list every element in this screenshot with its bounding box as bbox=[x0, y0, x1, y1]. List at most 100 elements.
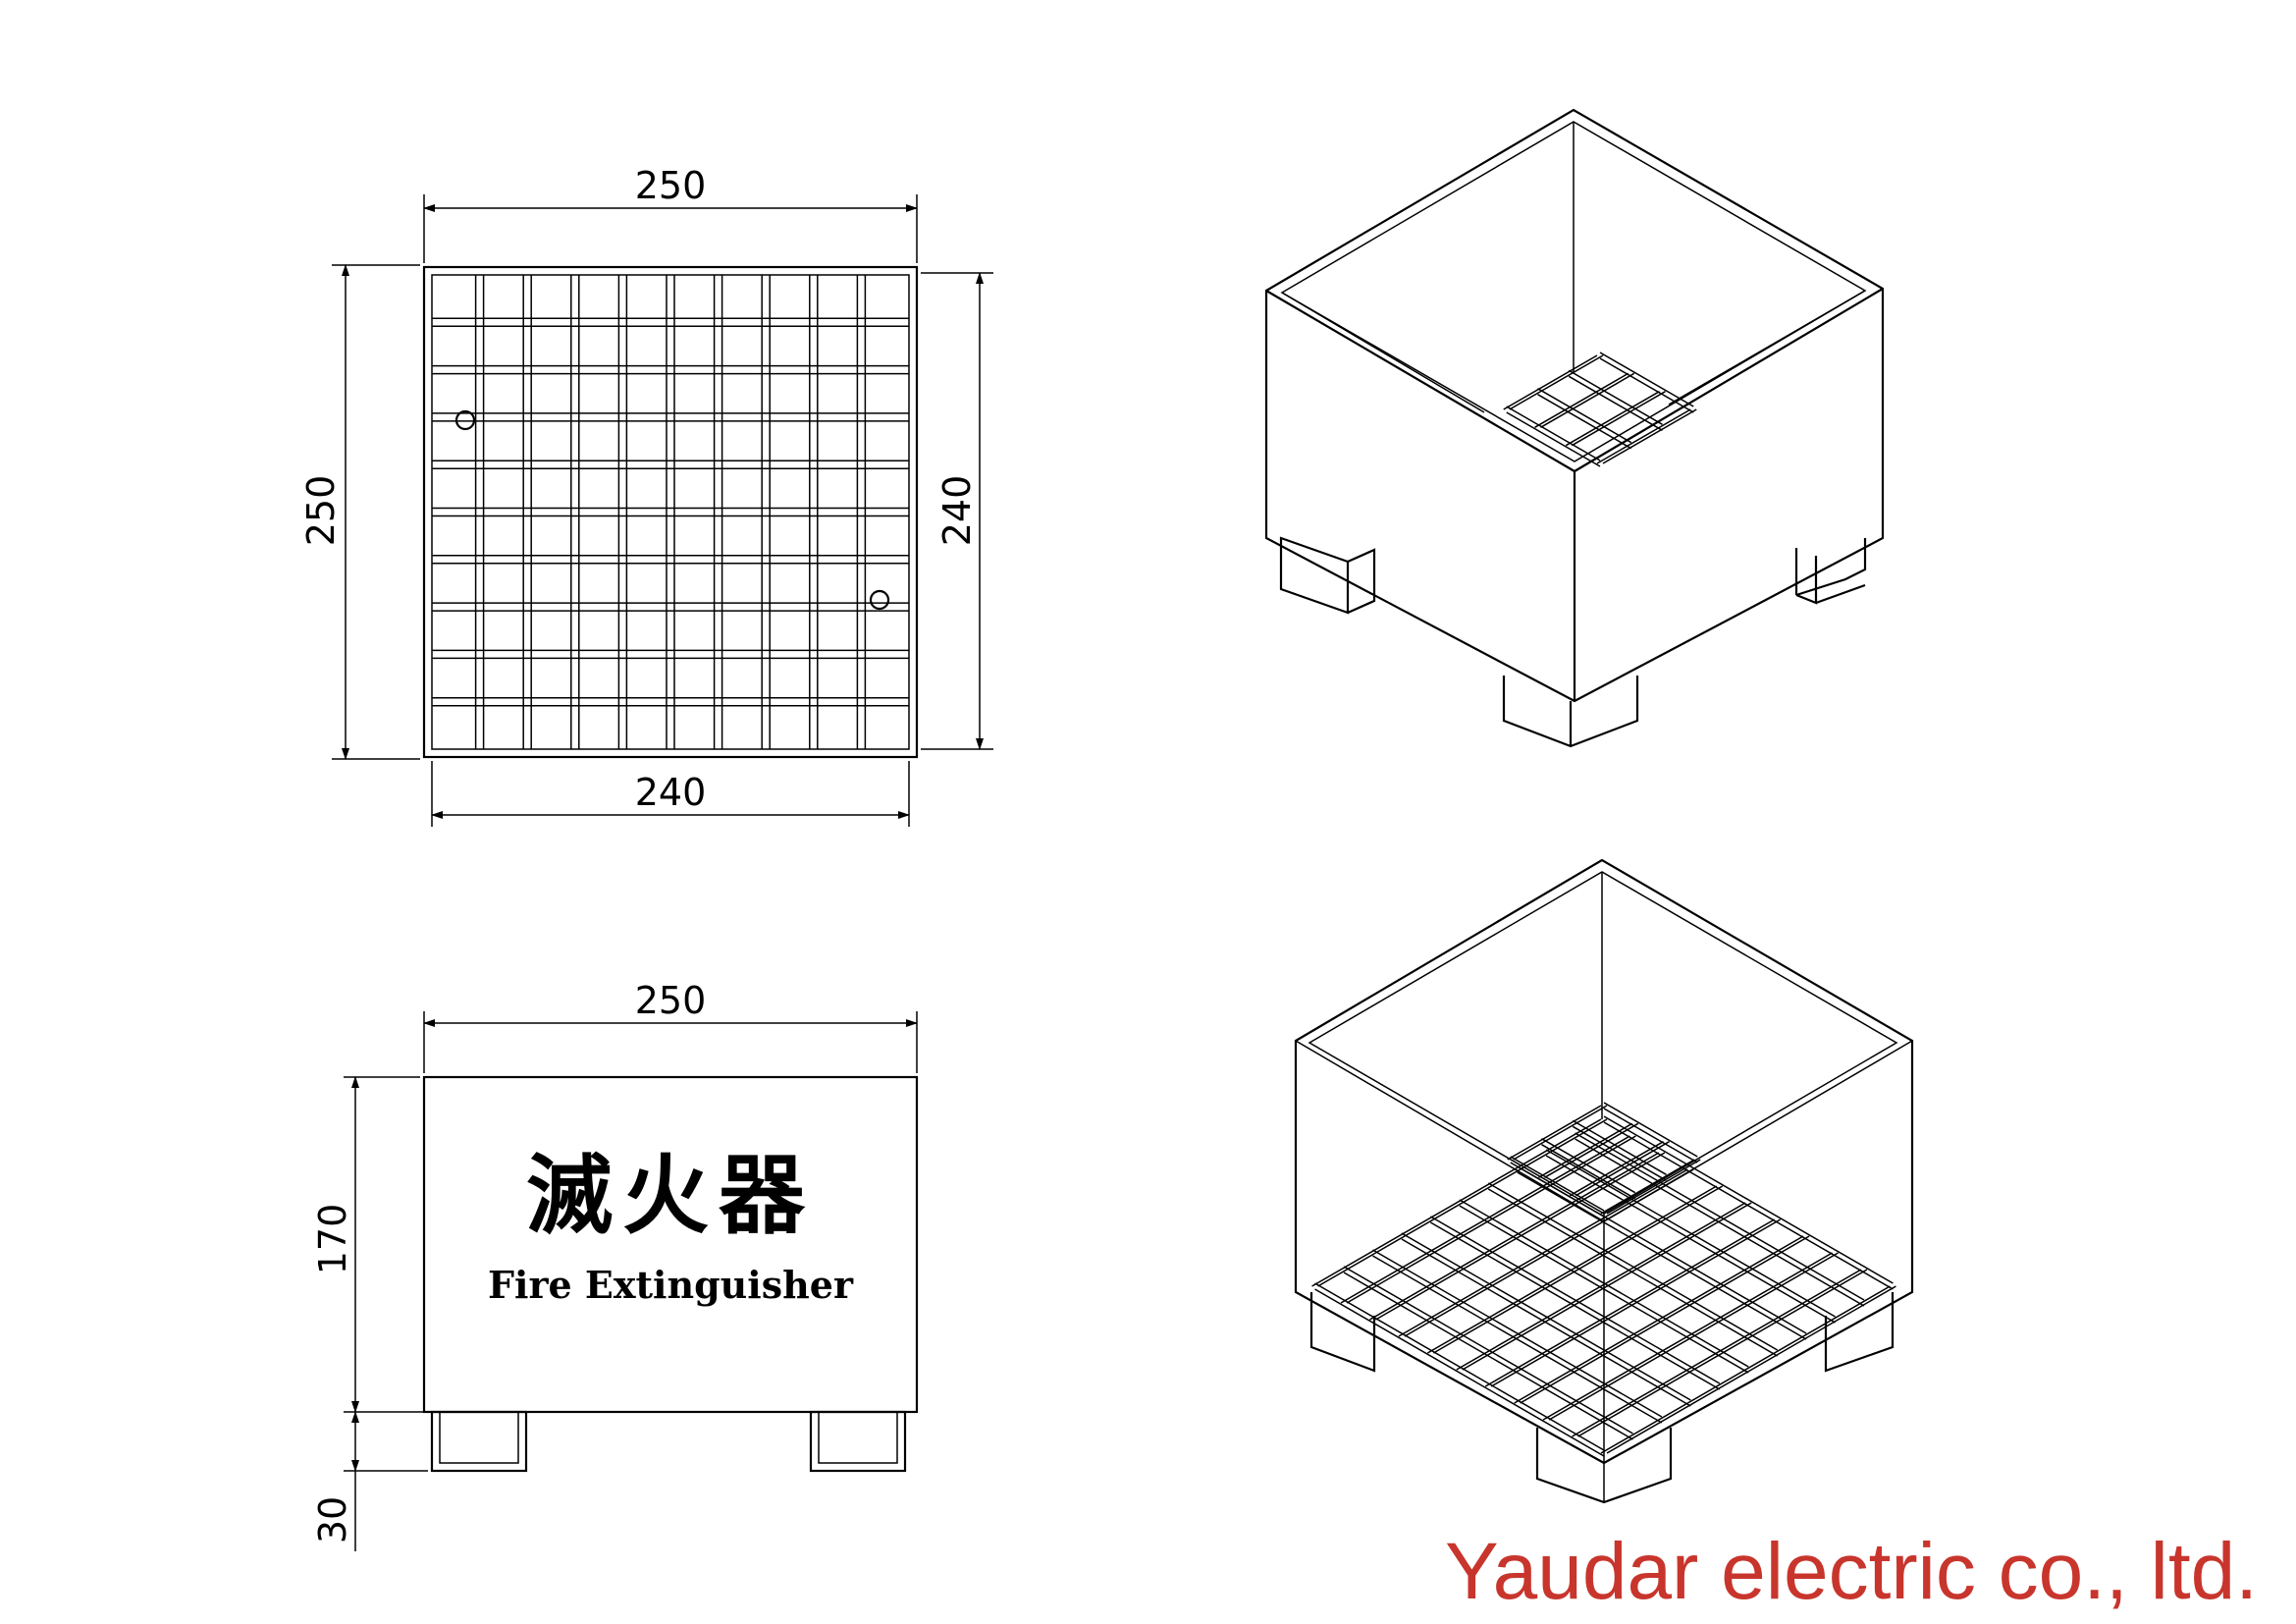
iso-solid-foot-front bbox=[1502, 676, 1639, 748]
iso-solid-box-inner-right-floor bbox=[1668, 290, 1866, 406]
iso-solid-box-inner-left-floor bbox=[1281, 292, 1485, 413]
iso-grid-line bbox=[1542, 1252, 1833, 1421]
front-view-body bbox=[422, 1075, 919, 1414]
front-view-foot-left bbox=[430, 1410, 528, 1473]
iso-grid-line bbox=[1517, 1171, 1807, 1340]
iso-grid-line bbox=[1484, 1218, 1776, 1387]
iso-wire-foot-left bbox=[1309, 1292, 1376, 1373]
iso-grid-line bbox=[1537, 388, 1632, 444]
iso-grid-line bbox=[1569, 1141, 1664, 1197]
top-view: 250 250 240 240 bbox=[299, 164, 993, 827]
iso-grid-line bbox=[1548, 1252, 1839, 1421]
iso-grid-line bbox=[1541, 1138, 1636, 1194]
dim-top-view-right: 240 bbox=[921, 272, 993, 750]
iso-grid-line bbox=[1575, 1132, 1865, 1301]
iso-grid-line bbox=[1575, 1138, 1865, 1307]
dim-top-view-right-label: 240 bbox=[935, 475, 979, 547]
dim-front-view-height: 170 30 bbox=[311, 1076, 428, 1551]
iso-grid-line bbox=[1346, 1135, 1636, 1304]
iso-grid-line bbox=[1404, 1168, 1694, 1337]
iso-grid-line bbox=[1538, 1122, 1633, 1178]
iso-grid-line bbox=[1487, 1182, 1779, 1351]
front-view-label-cn: 滅火器 bbox=[526, 1144, 815, 1246]
dim-top-view-top-label: 250 bbox=[635, 164, 707, 207]
dim-top-view-left-label: 250 bbox=[299, 475, 343, 547]
iso-grid-line bbox=[1487, 1188, 1779, 1357]
iso-grid-line bbox=[1401, 1232, 1691, 1401]
iso-grid-line bbox=[1343, 1266, 1633, 1435]
iso-grid-line bbox=[1596, 408, 1691, 464]
dim-front-view-body-label: 170 bbox=[311, 1204, 354, 1275]
iso-grid-line bbox=[1459, 1205, 1749, 1374]
iso-solid-box-top-right-edge bbox=[1574, 288, 1884, 472]
iso-grid-line bbox=[1541, 1144, 1636, 1200]
iso-wire-box-top-left-edge bbox=[1295, 1040, 1605, 1222]
iso-solid-foot-back-left bbox=[1279, 536, 1376, 615]
iso-grid-line bbox=[1537, 394, 1632, 450]
iso-wire-box-outline bbox=[1294, 858, 1914, 1465]
isometric-view-wireframe bbox=[1294, 858, 1914, 1504]
iso-grid-line bbox=[1606, 1285, 1896, 1454]
iso-grid-line bbox=[1600, 1285, 1891, 1454]
iso-grid-line bbox=[1462, 1202, 1752, 1371]
iso-grid-line bbox=[1317, 1118, 1608, 1287]
iso-grid-line bbox=[1372, 1255, 1663, 1424]
iso-grid-line bbox=[1426, 1185, 1718, 1354]
iso-wire-floor-grid bbox=[1311, 1115, 1896, 1457]
iso-grid-line bbox=[1456, 1202, 1746, 1371]
iso-grid-line bbox=[1572, 1269, 1862, 1437]
iso-grid-line bbox=[1375, 1152, 1666, 1321]
top-view-inner-frame bbox=[431, 274, 910, 750]
iso-grid-line bbox=[1602, 408, 1697, 464]
iso-grid-line bbox=[1540, 372, 1635, 428]
iso-grid-line bbox=[1510, 1156, 1605, 1212]
iso-grid-line bbox=[1503, 354, 1598, 410]
iso-wire-inner-grid bbox=[1507, 1102, 1701, 1218]
iso-grid-line bbox=[1606, 1159, 1701, 1215]
front-view-foot-right-inner bbox=[818, 1411, 898, 1464]
iso-grid-line bbox=[1506, 411, 1601, 467]
iso-grid-line bbox=[1429, 1221, 1721, 1390]
iso-grid-line bbox=[1545, 1155, 1836, 1324]
iso-grid-line bbox=[1401, 1238, 1691, 1407]
iso-grid-line bbox=[1509, 354, 1604, 410]
dim-front-view-top: 250 bbox=[423, 979, 918, 1073]
iso-grid-line bbox=[1534, 372, 1629, 428]
iso-grid-line bbox=[1314, 1282, 1605, 1451]
iso-grid-line bbox=[1571, 391, 1666, 447]
iso-solid-box-top-left-edge bbox=[1265, 290, 1575, 472]
dim-top-view-top: 250 bbox=[423, 164, 918, 263]
iso-grid-line bbox=[1520, 1235, 1810, 1404]
iso-grid-line bbox=[1577, 1269, 1868, 1437]
iso-grid-line bbox=[1568, 375, 1663, 431]
dim-front-view-top-label: 250 bbox=[635, 979, 707, 1022]
iso-solid-inner-grid bbox=[1503, 352, 1697, 467]
iso-grid-line bbox=[1314, 1288, 1605, 1457]
top-view-outer-frame bbox=[422, 265, 919, 759]
iso-grid-line bbox=[1575, 1141, 1670, 1197]
iso-grid-line bbox=[1506, 406, 1601, 461]
top-view-hole-left bbox=[454, 409, 476, 431]
iso-grid-line bbox=[1568, 369, 1663, 425]
dim-top-view-bottom-label: 240 bbox=[635, 771, 707, 814]
iso-solid-box-outline bbox=[1264, 108, 1885, 703]
dim-front-view-feet-label: 30 bbox=[311, 1496, 354, 1543]
top-view-hole-right bbox=[869, 589, 890, 611]
front-view-label-en: Fire Extinguisher bbox=[488, 1263, 854, 1307]
dim-top-view-left: 250 bbox=[299, 264, 420, 760]
front-view: 滅火器 Fire Extinguisher 250 170 30 bbox=[311, 979, 919, 1551]
iso-wire-box-inner-rim bbox=[1308, 871, 1898, 1215]
iso-grid-line bbox=[1340, 1135, 1630, 1304]
iso-grid-line bbox=[1343, 1272, 1633, 1440]
iso-grid-line bbox=[1432, 1185, 1724, 1354]
iso-grid-line bbox=[1510, 1162, 1605, 1218]
iso-grid-line bbox=[1603, 1108, 1698, 1164]
iso-grid-line bbox=[1514, 1235, 1804, 1404]
dim-top-view-bottom: 240 bbox=[431, 761, 910, 827]
iso-wire-foot-right bbox=[1824, 1292, 1895, 1373]
front-view-foot-left-inner bbox=[439, 1411, 519, 1464]
brand-name: Yaudar electric co., ltd. bbox=[1445, 1527, 2258, 1616]
iso-grid-line bbox=[1369, 1152, 1660, 1321]
isometric-view-solid bbox=[1264, 108, 1885, 748]
